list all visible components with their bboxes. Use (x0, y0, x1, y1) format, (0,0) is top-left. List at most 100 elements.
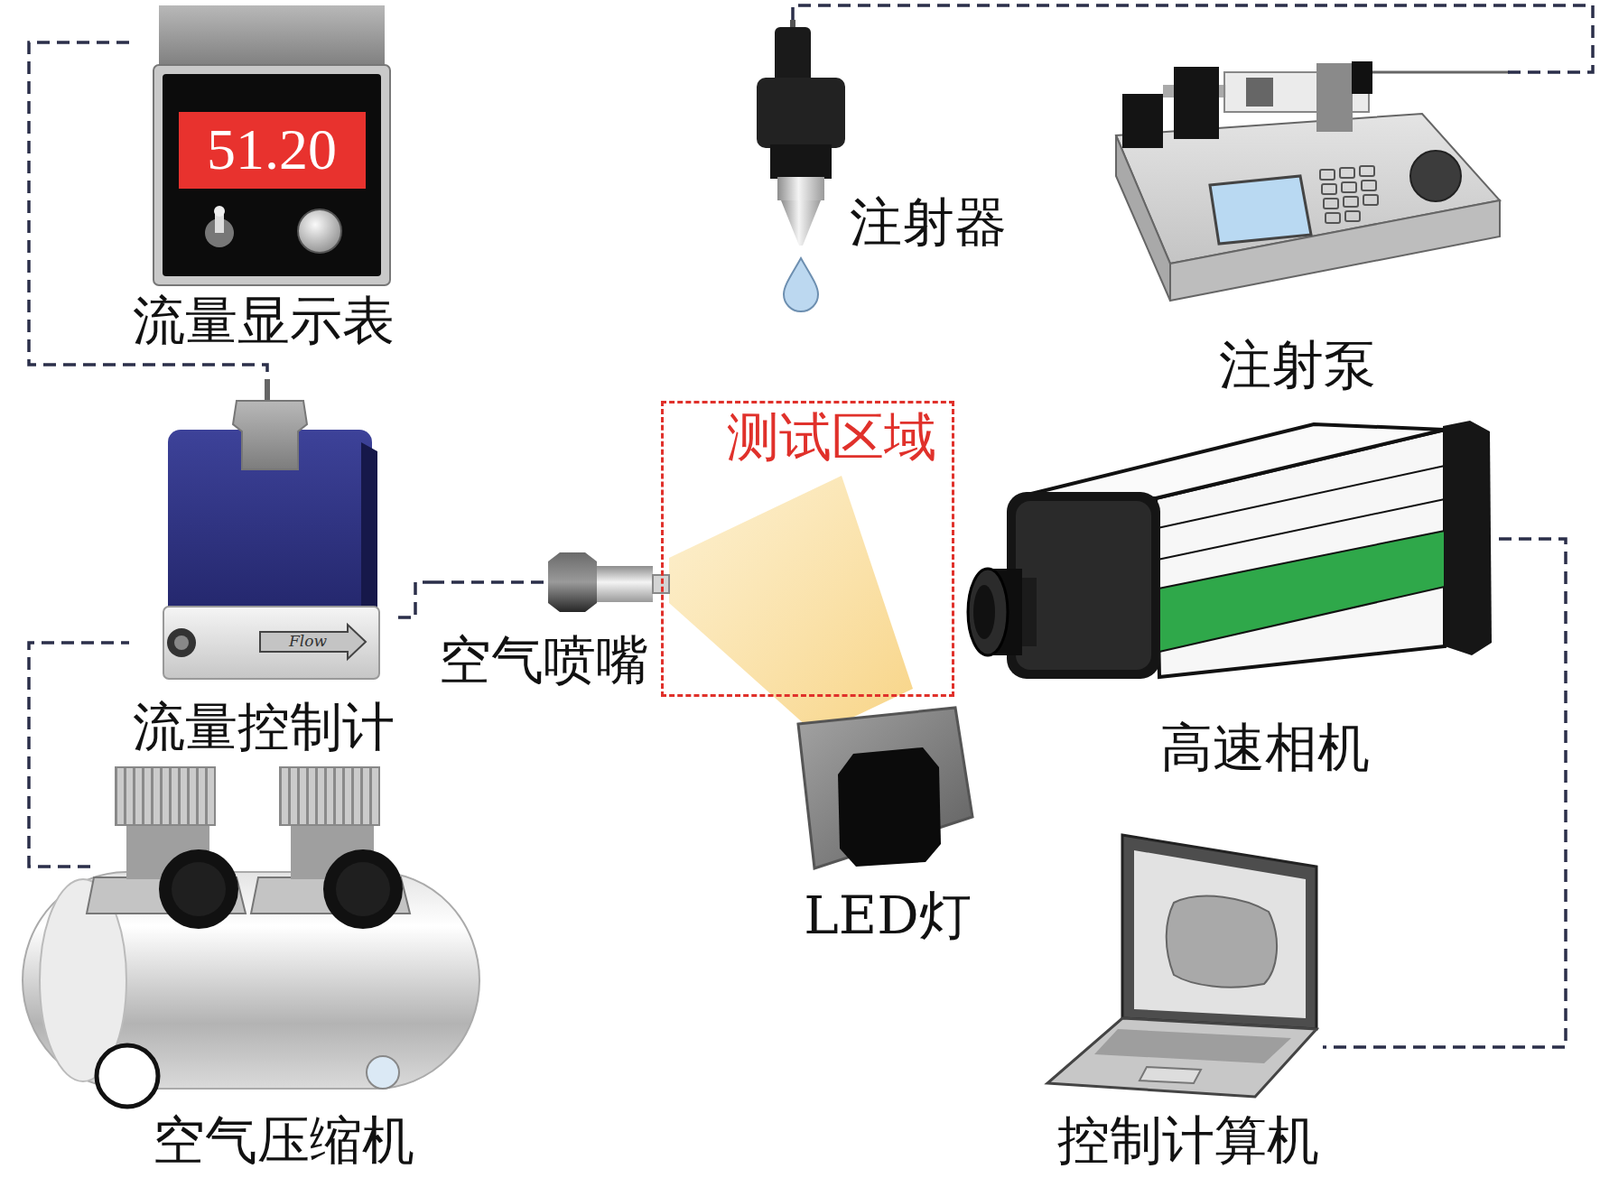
syringe-pump-part (1246, 77, 1274, 107)
high-speed-camera-part (1006, 492, 1161, 680)
flow-display-device-part (178, 111, 366, 189)
flow-direction-text: Flow (288, 633, 327, 650)
test-region: 测试区域 (660, 400, 955, 698)
device-label: 控制计算机 (1057, 1112, 1320, 1171)
flow-display-device-part (153, 65, 391, 286)
syringe-pump-part-part (1359, 166, 1375, 177)
flow-controller-part (167, 628, 196, 658)
display-reading: 51.20 (206, 120, 337, 179)
region-label: 测试区域 (726, 409, 937, 467)
syringe-pump-part (1122, 93, 1163, 149)
syringe-pump-part-part (1339, 167, 1355, 178)
dashed-connection (1322, 539, 1566, 1048)
syringe-pump-part (1410, 150, 1461, 202)
syringe: 注射器 (749, 19, 1021, 309)
syringe-pump-part (1372, 71, 1510, 75)
control-laptop-part (1094, 1029, 1292, 1064)
syringe-pump-part (1351, 61, 1373, 94)
syringe-part (777, 176, 825, 201)
high-speed-camera-part (1442, 420, 1492, 656)
syringe-pump-part (1173, 66, 1219, 140)
high-speed-camera-part (1020, 577, 1037, 647)
air-compressor-part-part (158, 849, 239, 930)
syringe-part (783, 258, 819, 312)
led-lamp-part (837, 747, 941, 867)
syringe-part (774, 27, 811, 84)
air-compressor (22, 767, 480, 1107)
syringe (756, 19, 846, 312)
air-compressor-part-part (171, 862, 226, 917)
syringe-pump-part-part (1363, 195, 1378, 205)
air-nozzle-part (548, 552, 597, 613)
control-laptop-part (1166, 896, 1277, 988)
high-speed-camera-part (1158, 530, 1445, 652)
flow-controller-part (163, 606, 380, 680)
air-compressor-part (22, 872, 480, 1089)
flow-controller-part (260, 624, 366, 660)
air-compressor-part (366, 1056, 400, 1089)
high-speed-camera-part (1015, 501, 1152, 670)
high-speed-camera-part (1027, 424, 1445, 499)
control-laptop: 控制计算机 (1042, 828, 1323, 1173)
device-label: LED灯 (803, 887, 971, 946)
air-compressor-part (251, 767, 410, 930)
high-speed-camera-part (973, 585, 996, 640)
syringe-pump-part (1316, 63, 1353, 132)
led-lamp-part (798, 707, 973, 869)
flow-display-device-part (162, 74, 382, 277)
device-label: 空气压缩机 (152, 1112, 415, 1171)
flow-display-device-part (297, 209, 342, 253)
device-label: 流量显示表 (132, 292, 395, 351)
control-laptop (1047, 835, 1317, 1098)
syringe-pump-part-part (1325, 213, 1340, 224)
led-lamp (798, 707, 973, 869)
air-nozzle (431, 552, 670, 613)
high-speed-camera (967, 420, 1492, 680)
flow-controller: 流量控制计 (129, 379, 399, 759)
device-label: 空气喷嘴 (438, 632, 649, 690)
syringe-pump-part-part (1361, 180, 1377, 191)
device-label: 流量控制计 (132, 698, 395, 757)
device-label: 高速相机 (1160, 719, 1370, 778)
device-label: 注射泵 (1218, 336, 1377, 395)
syringe-pump-part (1320, 166, 1378, 224)
air-compressor-part-part (115, 767, 215, 826)
led-lamp: LED灯 (790, 699, 980, 948)
device-label: 注射器 (849, 194, 1007, 252)
flow-controller-part (174, 635, 189, 651)
syringe-pump-part (1116, 135, 1171, 301)
syringe-pump (1116, 61, 1510, 301)
syringe-pump-part-part (1320, 169, 1335, 180)
air-nozzle-part (596, 566, 653, 603)
syringe-pump: 注射泵 (1106, 54, 1508, 398)
air-compressor-part-part (323, 849, 403, 930)
flow-controller (163, 379, 380, 680)
air-compressor: 空气压缩机 (90, 764, 488, 1173)
flow-display-device-part (213, 205, 225, 217)
flow-display-device (153, 5, 391, 286)
air-compressor-part-part (279, 767, 380, 826)
flow-controller-part (264, 379, 270, 403)
dashed-connection (398, 582, 432, 618)
air-compressor-part-part (335, 862, 391, 917)
syringe-pump-part-part (1321, 184, 1337, 195)
dashed-connection (28, 642, 130, 867)
high-speed-camera-part (967, 568, 1008, 656)
flow-controller-part (361, 442, 378, 618)
air-compressor-part (96, 1045, 159, 1107)
syringe-part (781, 200, 821, 246)
dashed-connection (792, 5, 1593, 73)
control-laptop-part (1122, 835, 1317, 1030)
syringe-pump-part-part (1343, 196, 1359, 207)
syringe-pump-part-part (1341, 182, 1357, 193)
syringe-part (756, 77, 846, 149)
flow-controller-part (232, 400, 307, 470)
air-compressor-part (86, 767, 246, 930)
syringe-pump-part-part (1345, 211, 1360, 222)
control-laptop-part (1139, 1067, 1201, 1084)
air-nozzle: 空气喷嘴 (431, 541, 670, 692)
control-laptop-part (1134, 850, 1306, 1019)
syringe-pump-part (1209, 176, 1312, 244)
flow-display-device-part (158, 5, 385, 69)
